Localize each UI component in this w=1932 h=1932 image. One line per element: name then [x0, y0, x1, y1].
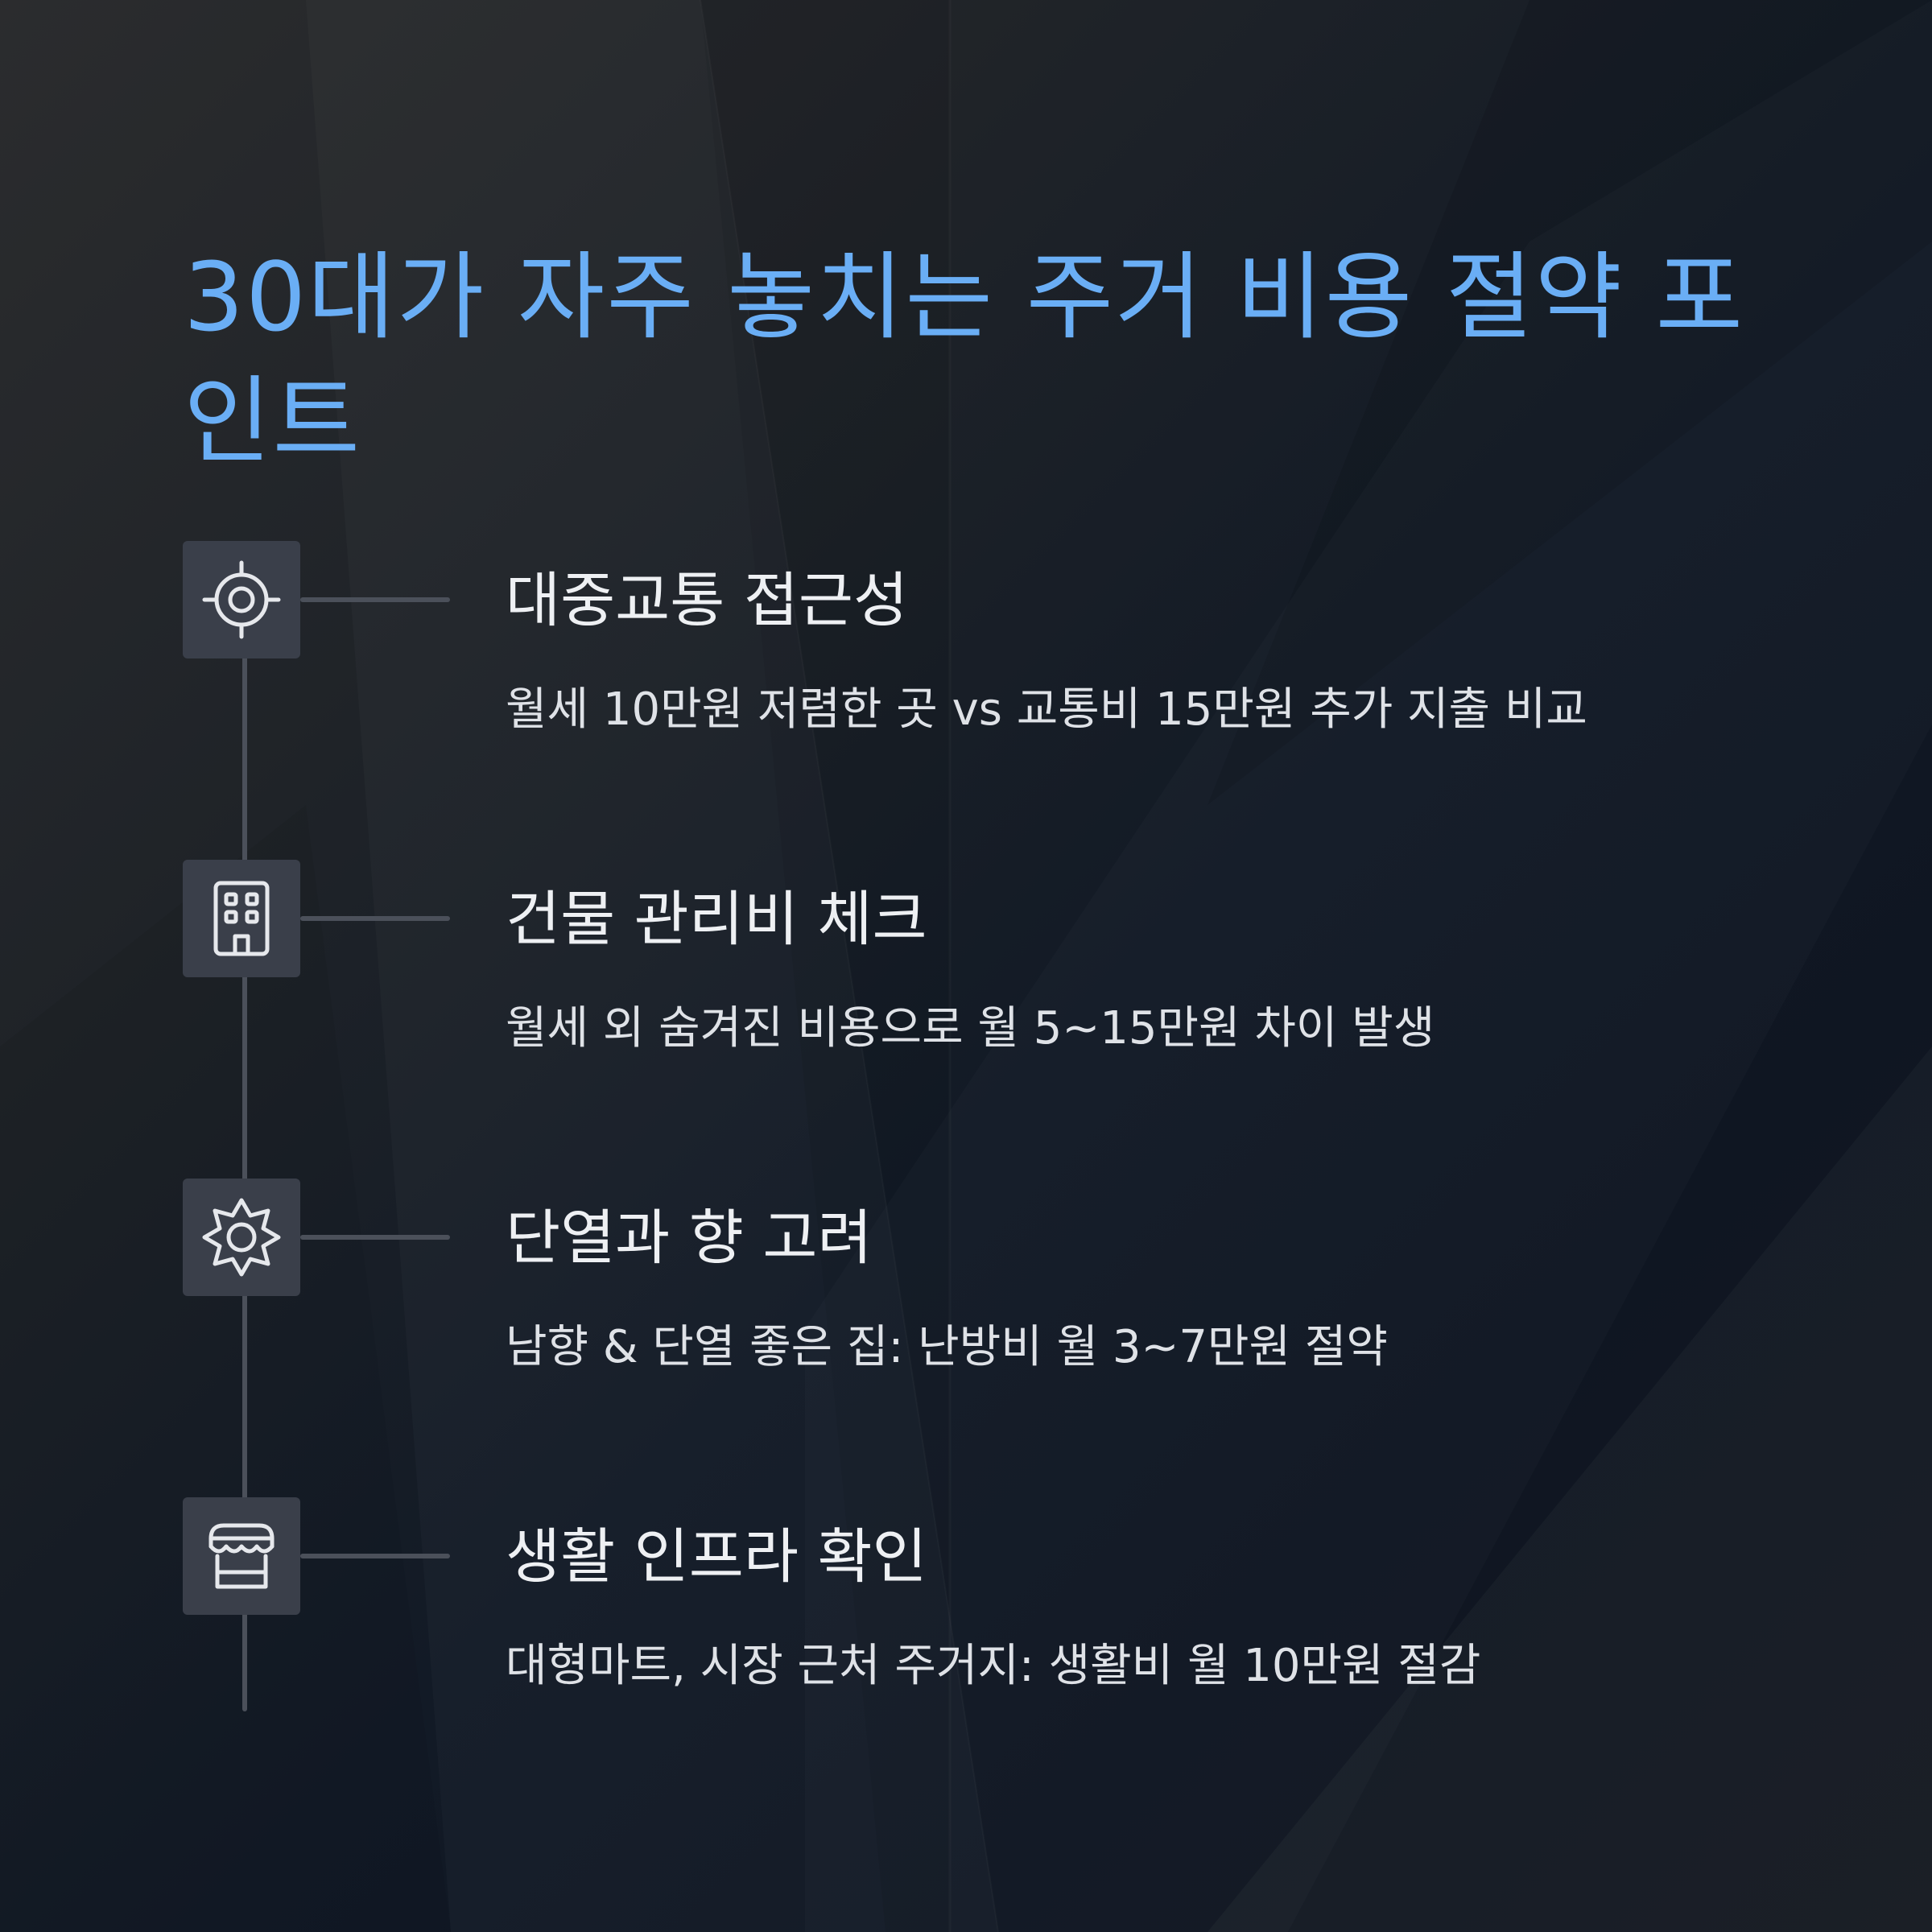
item-title: 건물 관리비 체크 — [506, 885, 927, 954]
connector-line — [300, 916, 450, 921]
timeline-line — [242, 596, 247, 1711]
crosshair-icon — [202, 560, 281, 639]
icon-box — [183, 1497, 300, 1615]
icon-box — [183, 541, 300, 658]
item-description: 월세 10만원 저렴한 곳 vs 교통비 15만원 추가 지출 비교 — [506, 683, 1587, 736]
item-description: 대형마트, 시장 근처 주거지: 생활비 월 10만원 절감 — [506, 1640, 1481, 1692]
timeline-item-insulation: 단열과 향 고려 남향 & 단열 좋은 집: 난방비 월 3~7만원 절약 — [0, 1179, 1932, 1436]
connector-line — [300, 1554, 450, 1558]
connector-line — [300, 1235, 450, 1240]
timeline-item-infrastructure: 생활 인프라 확인 대형마트, 시장 근처 주거지: 생활비 월 10만원 절감 — [0, 1497, 1932, 1755]
item-description: 남향 & 단열 좋은 집: 난방비 월 3~7만원 절약 — [506, 1321, 1388, 1373]
sun-icon — [202, 1198, 281, 1277]
storefront-icon — [208, 1523, 275, 1589]
timeline-item-maintenance: 건물 관리비 체크 월세 외 숨겨진 비용으로 월 5~15만원 차이 발생 — [0, 860, 1932, 1117]
item-description: 월세 외 숨겨진 비용으로 월 5~15만원 차이 발생 — [506, 1002, 1435, 1055]
item-title: 단열과 향 고려 — [506, 1203, 873, 1273]
building-icon — [213, 881, 270, 956]
icon-box — [183, 1179, 300, 1296]
connector-line — [300, 597, 450, 602]
timeline-item-transit: 대중교통 접근성 월세 10만원 저렴한 곳 vs 교통비 15만원 추가 지출… — [0, 541, 1932, 799]
icon-box — [183, 860, 300, 977]
item-title: 대중교통 접근성 — [506, 566, 909, 635]
page-title: 30대가 자주 놓치는 주거 비용 절약 포인트 — [184, 242, 1745, 477]
item-title: 생활 인프라 확인 — [506, 1522, 927, 1591]
